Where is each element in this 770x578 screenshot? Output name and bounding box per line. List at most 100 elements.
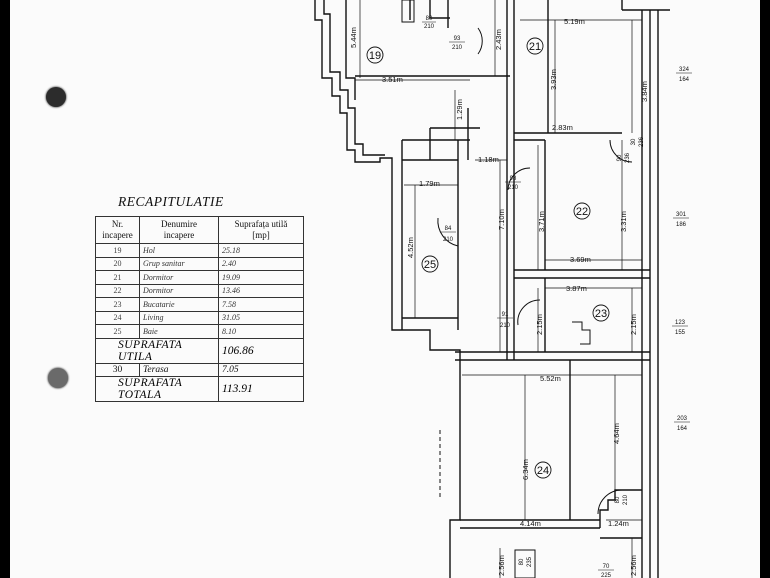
- row-name: Grup sanitar: [139, 256, 219, 271]
- dimension-label: 2.43m: [494, 29, 503, 50]
- opening-label: 84 210: [440, 226, 456, 243]
- total-area-label: SUPRAFATA TOTALA: [95, 375, 219, 402]
- dimension-label: 4.52m: [406, 237, 415, 258]
- opening-height: 164: [679, 77, 690, 83]
- opening-width: 203: [677, 416, 688, 422]
- opening-label: 98 210: [505, 176, 521, 191]
- floor-plan: 19 21 22 25 23 24 5.44m 3.51m 2.43m 3.93…: [314, 0, 692, 578]
- opening-width: 91: [502, 312, 509, 318]
- opening-width: 90: [617, 154, 623, 161]
- opening-width: 70: [603, 564, 610, 570]
- dimension-label: 5.52m: [540, 374, 561, 383]
- header-suprafata: Suprafața utilă[mp]: [218, 216, 304, 244]
- dimension-label: 2.56m: [497, 555, 506, 576]
- opening-width: 98: [510, 176, 517, 182]
- row-nr: 24: [95, 310, 140, 325]
- dimension-label: 3.93m: [549, 69, 558, 90]
- row-area: 31.05: [218, 310, 304, 325]
- row-name: Hol: [139, 243, 219, 258]
- row-area: 7.58: [218, 297, 304, 312]
- header-suprafata-line1: Suprafața utilă: [234, 219, 288, 229]
- dimension-label: 3.71m: [537, 211, 546, 232]
- dimension-label: 6.34m: [521, 459, 530, 480]
- opening-height: 210: [500, 323, 511, 329]
- room-number: 19: [369, 50, 381, 62]
- punch-hole-top: [46, 87, 66, 107]
- dimension-label: 7.10m: [497, 209, 506, 230]
- opening-label: 324 164: [676, 67, 692, 83]
- opening-width: 80: [519, 558, 525, 565]
- dimension-label: 2.83m: [552, 123, 573, 132]
- opening-height: 210: [452, 45, 463, 51]
- dimension-label: 3.84m: [640, 81, 649, 102]
- opening-height: 236: [639, 136, 645, 147]
- opening-label: 70 225: [598, 564, 614, 578]
- opening-label: 91 210: [497, 312, 513, 329]
- opening-height: 210: [424, 24, 435, 30]
- opening-height: 235: [527, 556, 533, 567]
- header-suprafata-line2: [mp]: [252, 230, 270, 240]
- header-nr-line2: incapere: [102, 230, 133, 240]
- opening-height: 210: [623, 494, 629, 505]
- dimension-label: 5.19m: [564, 17, 585, 26]
- row-area: 2.40: [218, 256, 304, 271]
- opening-height: 155: [675, 330, 686, 336]
- opening-label: 123 155: [672, 320, 688, 336]
- dimension-label: 4.14m: [520, 519, 541, 528]
- opening-width: 80: [615, 496, 621, 503]
- opening-width: 324: [679, 67, 690, 73]
- opening-height: 210: [508, 185, 519, 191]
- opening-width: 30: [631, 138, 637, 145]
- opening-label: 301 186: [673, 212, 689, 228]
- useful-area-label: SUPRAFATA UTILA: [95, 337, 219, 364]
- opening-width: 301: [676, 212, 687, 218]
- row-area: 19.09: [218, 270, 304, 285]
- dimension-label: 1.18m: [478, 155, 499, 164]
- dimension-label: 3.69m: [570, 255, 591, 264]
- header-denumire-line2: incapere: [163, 230, 195, 240]
- recap-title: RECAPITULATIE: [118, 194, 224, 209]
- header-denumire-line1: Denumire: [161, 219, 197, 229]
- opening-width: 123: [675, 320, 686, 326]
- punch-hole-bottom: [48, 368, 68, 388]
- opening-width: 80: [426, 16, 433, 22]
- dimension-label: 1.29m: [455, 99, 464, 120]
- opening-height: 186: [676, 222, 687, 228]
- dimension-label: 2.56m: [629, 555, 638, 576]
- row-nr: 19: [95, 243, 140, 258]
- row-area: 13.46: [218, 283, 304, 298]
- room-number: 22: [576, 206, 588, 218]
- dimension-label: 5.44m: [349, 27, 358, 48]
- dimension-label: 1.24m: [608, 519, 629, 528]
- dimension-label: 3.31m: [619, 211, 628, 232]
- room-number: 24: [537, 465, 549, 477]
- opening-width: 84: [445, 226, 452, 232]
- opening-label: 203 164: [674, 416, 690, 432]
- opening-height: 236: [625, 152, 631, 163]
- opening-height: 225: [601, 573, 612, 578]
- dimension-label: 1.79m: [419, 179, 440, 188]
- opening-height: 164: [677, 426, 688, 432]
- header-nr-line1: Nr.: [111, 219, 124, 229]
- row-area: 25.18: [218, 243, 304, 258]
- dimension-label: 2.15m: [535, 314, 544, 335]
- row-nr: 21: [95, 270, 140, 285]
- dimension-label: 2.15m: [629, 314, 638, 335]
- opening-height: 210: [443, 237, 454, 243]
- room-numbers: 19 21 22 25 23 24: [366, 37, 610, 479]
- dimension-label: 4.64m: [612, 423, 621, 444]
